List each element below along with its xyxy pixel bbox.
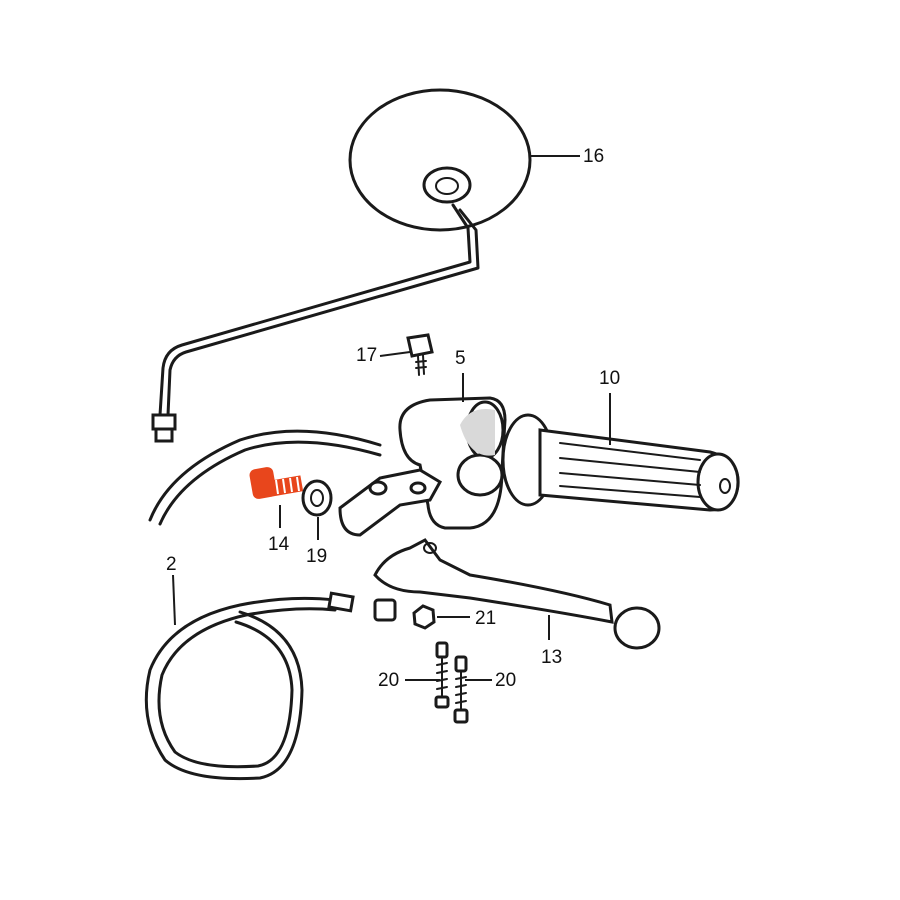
cable-arc-part [148, 429, 382, 522]
label-bolt-highlighted: 14 [268, 534, 290, 555]
label-screw-left: 20 [378, 670, 400, 691]
label-nut: 21 [475, 608, 497, 629]
grip-part[interactable] [501, 413, 740, 512]
cable-loop-part[interactable] [144, 591, 397, 781]
nut-part[interactable] [412, 604, 436, 630]
label-cable: 2 [166, 554, 177, 575]
lever-bracket-part[interactable] [338, 396, 507, 537]
label-mirror: 16 [583, 146, 605, 167]
lever-part[interactable] [373, 538, 661, 650]
label-washer: 19 [306, 546, 328, 567]
highlighted-bolt-part[interactable] [249, 466, 304, 500]
label-grip: 10 [599, 368, 621, 389]
label-lever: 13 [541, 647, 563, 668]
washer-part[interactable] [301, 479, 333, 517]
label-lever-bracket: 5 [455, 348, 466, 369]
leader-lines [172, 155, 611, 681]
screw-left-part[interactable] [434, 641, 450, 709]
label-mirror-bolt: 17 [356, 345, 378, 366]
screw-right-part[interactable] [453, 655, 469, 724]
mirror-part[interactable] [151, 88, 532, 443]
mirror-bolt-part[interactable] [406, 333, 434, 376]
label-screw-right: 20 [495, 670, 517, 691]
